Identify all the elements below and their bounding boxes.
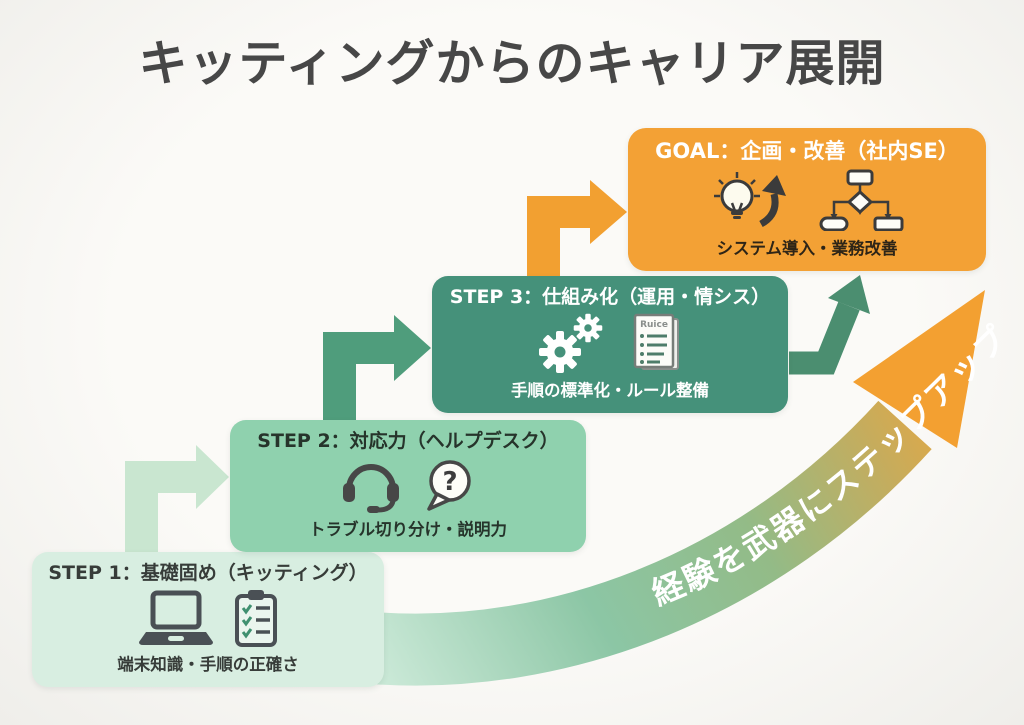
page-title: キッティングからのキャリア展開	[138, 35, 886, 92]
arrow-goal-branch	[789, 275, 870, 375]
goal-card: GOAL：企画・改善（社内SE）	[628, 128, 986, 271]
step1-card: STEP 1：基礎固め（キッティング） 端末知識・手順の正確さ	[32, 552, 384, 687]
step3-card: STEP 3：仕組み化（運用・情シス）	[432, 276, 788, 413]
step3-caption: 手順の標準化・ルール整備	[511, 381, 709, 400]
step2-card: STEP 2：対応力（ヘルプデスク） ? トラブル切り分け・説明力	[230, 420, 586, 552]
arrow-step3-to-goal	[527, 180, 627, 276]
document-label: Ruice	[640, 320, 668, 330]
arrow-step2-to-step3	[323, 315, 431, 421]
arrow-step1-to-step2	[125, 445, 229, 553]
goal-icons	[709, 164, 905, 235]
rules-document-icon: Ruice	[633, 314, 679, 371]
headset-icon	[343, 463, 399, 513]
goal-caption: システム導入・業務改善	[716, 239, 898, 258]
step2-header: STEP 2：対応力（ヘルプデスク）	[257, 430, 559, 452]
step2-icons: ?	[340, 454, 476, 516]
flowchart-icon	[819, 169, 904, 231]
gears-icon	[539, 314, 603, 374]
idea-bulb-arrow-icon	[714, 171, 786, 227]
clipboard-checklist-icon	[235, 590, 277, 648]
step1-icons	[138, 586, 278, 651]
goal-header: GOAL：企画・改善（社内SE）	[655, 139, 959, 163]
laptop-icon	[139, 590, 213, 646]
step3-header: STEP 3：仕組み化（運用・情シス）	[449, 286, 771, 308]
question-bubble-icon: ?	[427, 460, 471, 511]
step1-header: STEP 1：基礎固め（キッティング）	[48, 562, 368, 584]
step3-icons: Ruice	[536, 310, 684, 377]
question-mark-glyph: ?	[442, 467, 457, 497]
step2-caption: トラブル切り分け・説明力	[309, 520, 507, 539]
step1-caption: 端末知識・手順の正確さ	[117, 655, 299, 674]
